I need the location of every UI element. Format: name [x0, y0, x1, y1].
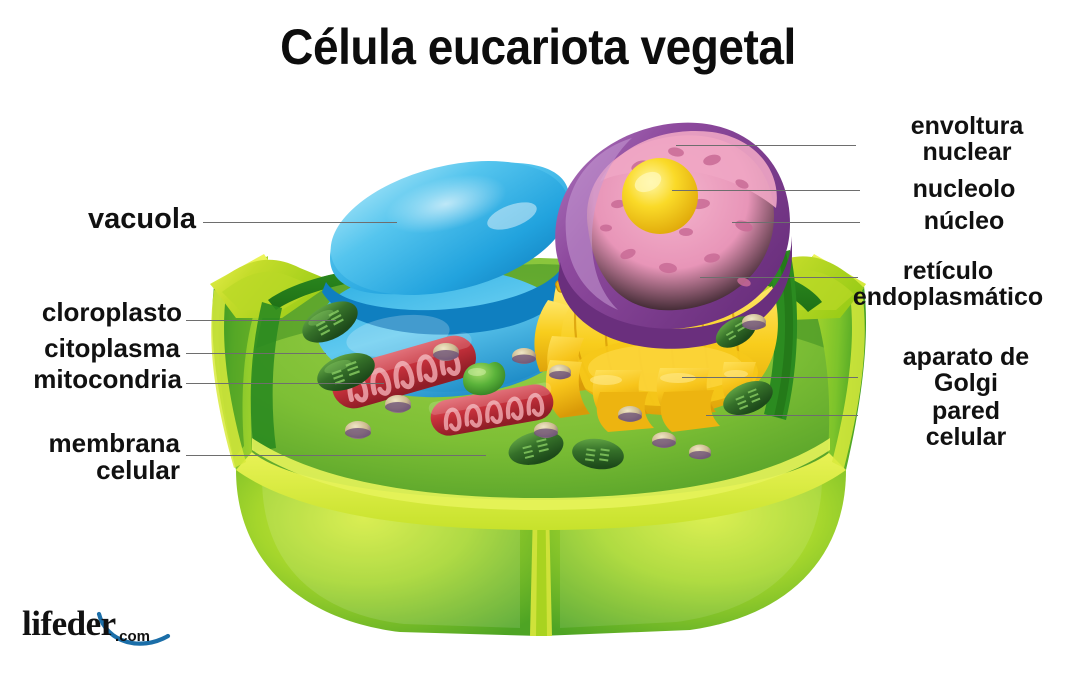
- chloroplast: [302, 301, 358, 343]
- leader-line-nucleo: [732, 222, 860, 223]
- label-nucleolo: nucleolo: [912, 175, 1016, 203]
- leader-line-mitocondria: [186, 383, 384, 384]
- leader-line-nucleolo: [672, 190, 860, 191]
- label-mitocondria: mitocondria: [33, 364, 182, 394]
- cell-membrane-left-band: [250, 302, 282, 452]
- vacuole: [316, 160, 572, 398]
- ribosome: [742, 314, 766, 330]
- leader-line-pared: [706, 415, 858, 416]
- label-pared-celular: pared celular: [925, 397, 1007, 451]
- label-reticulo-endoplasmatico: retículo endoplasmático: [852, 257, 1044, 311]
- leader-line-reticulo: [700, 277, 858, 278]
- swoosh-icon: [96, 611, 171, 646]
- chloroplast: [317, 353, 375, 391]
- lifeder-logo[interactable]: lifeder .com: [22, 604, 172, 652]
- ribosome: [652, 432, 676, 448]
- leader-line-cloroplasto: [186, 320, 336, 321]
- leader-line-citoplasma: [186, 353, 326, 354]
- ribosome: [618, 406, 642, 422]
- label-cloroplasto: cloroplasto: [41, 297, 182, 327]
- label-citoplasma: citoplasma: [44, 333, 180, 363]
- chloroplast: [572, 438, 624, 470]
- ribosome: [534, 422, 558, 438]
- chloroplast: [723, 381, 773, 415]
- leader-line-membrana: [186, 455, 486, 456]
- leader-line-golgi: [682, 377, 858, 378]
- leader-line-envoltura: [676, 145, 856, 146]
- ribosome: [385, 395, 411, 413]
- label-nucleo: núcleo: [923, 207, 1005, 235]
- label-membrana-celular: membrana celular: [48, 428, 181, 486]
- logo-wordmark: lifeder: [22, 604, 116, 643]
- ribosome: [345, 421, 371, 439]
- ribosome-group: [345, 314, 766, 460]
- label-envoltura-nuclear: envoltura nuclear: [910, 112, 1024, 166]
- nucleolus: [622, 158, 698, 234]
- label-aparato-de-golgi: aparato de Golgi: [902, 343, 1030, 397]
- ribosome: [433, 343, 459, 361]
- peroxisome: [463, 361, 506, 396]
- ribosome: [689, 444, 711, 460]
- ribosome: [512, 348, 536, 364]
- chloroplast: [508, 431, 564, 465]
- mitochondrion: [428, 382, 554, 436]
- cell-wall-top-rim: [236, 440, 846, 530]
- logo-suffix: .com: [115, 628, 151, 645]
- leader-line-vacuola: [203, 222, 397, 223]
- label-vacuola: vacuola: [88, 203, 196, 235]
- chloroplast-group: [302, 301, 773, 470]
- ribosome: [549, 364, 571, 380]
- page-title: Célula eucariota vegetal: [280, 19, 796, 75]
